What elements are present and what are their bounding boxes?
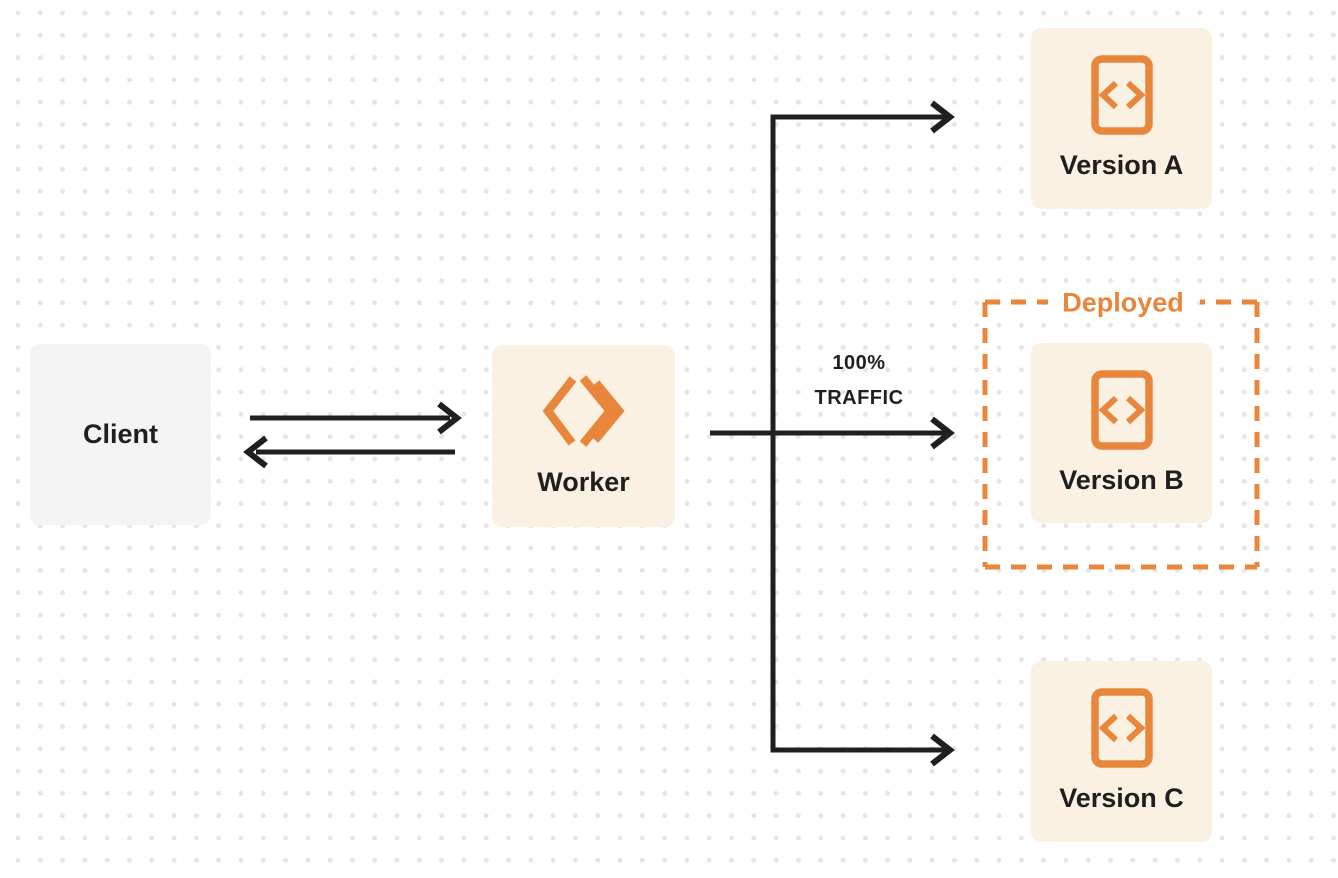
node-version-c: Version C [1031,661,1212,842]
client-to-worker-arrow [250,401,462,435]
node-version-b: Version B [1031,343,1212,523]
node-client: Client [30,344,211,525]
deployed-boundary [982,299,1260,570]
traffic-split-connector [710,100,955,767]
deployed-label: Deployed [1062,287,1184,318]
version-c-label: Version C [1059,783,1184,814]
cloudflare-workers-icon [542,375,625,447]
version-b-label: Version B [1059,464,1184,495]
traffic-label-line2: TRAFFIC [814,387,904,409]
node-worker: Worker [492,345,675,527]
code-file-icon [1090,370,1153,450]
traffic-label-line1: 100% [832,352,886,374]
arrowhead-version-c-icon [930,733,955,767]
arrowhead-right-icon [437,401,462,435]
arrowhead-version-b-icon [930,416,955,450]
arrowhead-version-a-icon [930,100,955,134]
arrowhead-left-icon [243,435,268,469]
node-version-a: Version A [1031,28,1212,209]
code-file-icon [1090,688,1153,769]
worker-label: Worker [537,466,630,497]
code-file-icon [1090,55,1153,136]
version-a-label: Version A [1059,150,1184,181]
traffic-label: 100% TRAFFIC [814,346,903,416]
worker-to-client-arrow [243,435,455,469]
client-label: Client [82,418,158,449]
